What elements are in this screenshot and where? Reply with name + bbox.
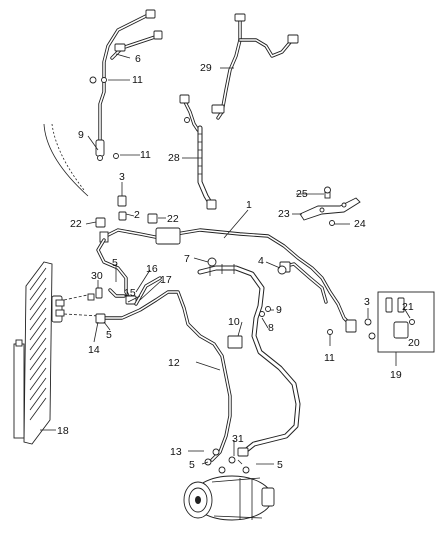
- callout-29: 29: [200, 62, 212, 74]
- suction-line-10: [197, 257, 301, 464]
- callout-17: 17: [160, 274, 172, 286]
- kit-box-19: [364, 291, 435, 353]
- callout-14: 14: [88, 344, 100, 356]
- callout-5: 5: [189, 459, 195, 471]
- callout-23: 23: [278, 208, 290, 220]
- callout-28: 28: [168, 152, 180, 164]
- liquid-line-15-16: [96, 238, 137, 305]
- callout-4: 4: [258, 255, 264, 267]
- hose-4: [259, 261, 333, 335]
- callout-5: 5: [106, 329, 112, 341]
- callout-3: 3: [364, 296, 370, 308]
- callout-9: 9: [78, 129, 84, 141]
- hose-assembly-29: [211, 13, 299, 120]
- callout-24: 24: [354, 218, 366, 230]
- condenser-18: [13, 261, 65, 445]
- callout-31: 31: [232, 433, 244, 445]
- leader-lines: [40, 53, 411, 465]
- callout-11: 11: [324, 352, 335, 364]
- callout-30: 30: [91, 270, 103, 282]
- callout-5: 5: [112, 257, 118, 269]
- bracket-23: [299, 186, 361, 226]
- callout-12: 12: [168, 357, 180, 369]
- callout-10: 10: [228, 316, 240, 328]
- callout-6: 6: [135, 53, 141, 65]
- discharge-line-12: [95, 276, 232, 466]
- callout-22: 22: [70, 218, 82, 230]
- callout-7: 7: [184, 253, 190, 265]
- callout-11: 11: [140, 149, 151, 161]
- detail-arc: [43, 123, 89, 197]
- callout-22: 22: [167, 213, 179, 225]
- suction-hose-28: [179, 94, 217, 210]
- callout-21: 21: [402, 301, 414, 313]
- callout-11: 11: [132, 74, 143, 86]
- callout-8: 8: [268, 322, 274, 334]
- callout-9: 9: [276, 304, 282, 316]
- callout-2: 2: [134, 209, 140, 221]
- callout-5: 5: [277, 459, 283, 471]
- callout-3: 3: [119, 171, 125, 183]
- callout-18: 18: [57, 425, 69, 437]
- hose-assembly-1: [99, 227, 357, 333]
- fittings-2-3-22: [95, 195, 158, 228]
- liquid-line-upper-left: [89, 9, 163, 161]
- callout-16: 16: [146, 263, 158, 275]
- callout-13: 13: [170, 446, 182, 458]
- compressor: [183, 466, 275, 521]
- sensor-30: [87, 287, 103, 301]
- callout-1: 1: [246, 199, 252, 211]
- callout-20: 20: [408, 337, 420, 349]
- callout-15: 15: [124, 287, 136, 299]
- callout-19: 19: [390, 369, 402, 381]
- callout-25: 25: [296, 188, 308, 200]
- callout-labels: 6 11 9 11 29 28 3 2 22 22 1 25 23 24 7 4…: [57, 53, 420, 471]
